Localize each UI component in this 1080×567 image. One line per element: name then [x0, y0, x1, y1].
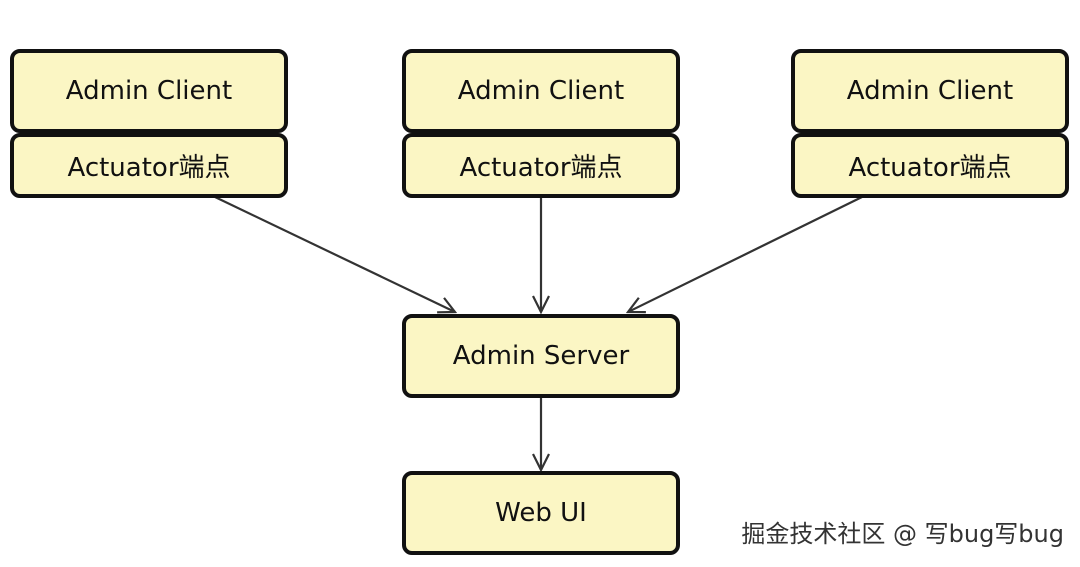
web-ui-box: Web UI: [402, 471, 680, 555]
arrow-client3-to-server: [628, 196, 863, 312]
arrow-client1-to-server: [214, 196, 455, 312]
admin-client-box-2: Admin Client: [402, 49, 680, 133]
actuator-endpoint-label: Actuator端点: [848, 153, 1012, 183]
admin-client-label: Admin Client: [846, 76, 1014, 106]
actuator-endpoint-box-1: Actuator端点: [10, 133, 288, 198]
admin-client-box-3: Admin Client: [791, 49, 1069, 133]
watermark-text: 掘金技术社区 @ 写bug写bug: [741, 520, 1064, 548]
admin-client-label: Admin Client: [65, 76, 233, 106]
admin-client-label: Admin Client: [457, 76, 625, 106]
admin-server-label: Admin Server: [452, 341, 630, 371]
actuator-endpoint-label: Actuator端点: [67, 153, 231, 183]
actuator-endpoint-box-3: Actuator端点: [791, 133, 1069, 198]
web-ui-label: Web UI: [495, 498, 587, 528]
actuator-endpoint-box-2: Actuator端点: [402, 133, 680, 198]
admin-client-box-1: Admin Client: [10, 49, 288, 133]
admin-server-box: Admin Server: [402, 314, 680, 398]
actuator-endpoint-label: Actuator端点: [459, 153, 623, 183]
